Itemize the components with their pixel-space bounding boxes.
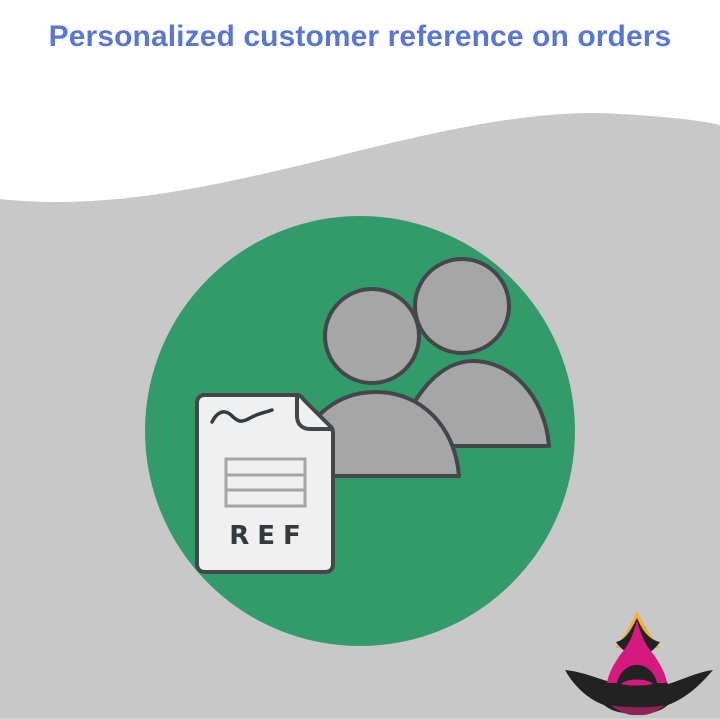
logo-pink-mouth	[621, 679, 653, 686]
document-ref-label: REF	[229, 521, 309, 551]
back-person-head	[413, 257, 511, 355]
table-icon	[224, 457, 307, 508]
logo-maroon-base	[611, 705, 665, 716]
brand-logo	[565, 611, 713, 716]
logo-black-wings	[565, 618, 713, 714]
document-page	[195, 393, 335, 574]
bottom-strip	[0, 718, 720, 720]
document-icon	[195, 393, 335, 574]
logo-pink-core	[607, 620, 667, 683]
front-person-head	[323, 287, 421, 385]
document-fold	[295, 396, 332, 431]
signature-icon	[210, 408, 274, 424]
page-title: Personalized customer reference on order…	[48, 20, 672, 53]
